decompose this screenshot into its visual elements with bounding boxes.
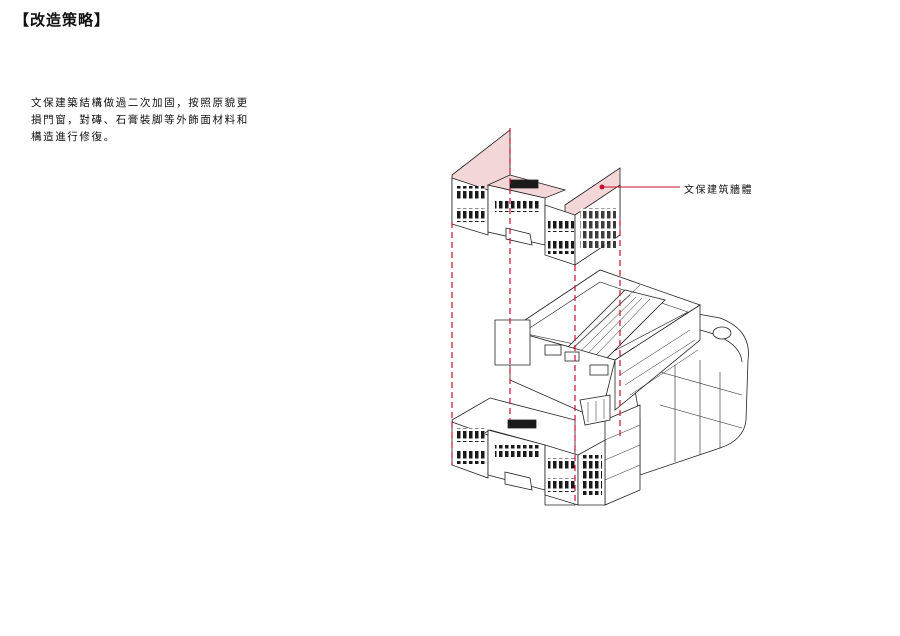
heritage-walls-extracted [451, 129, 621, 266]
right-wing-facade [544, 444, 579, 506]
entrance-steps [504, 471, 533, 491]
page-title: 【改造策略】 [14, 11, 111, 29]
heritage-sign [507, 419, 537, 429]
callout-dot [599, 184, 605, 190]
callout-label: 文保建筑牆體 [684, 185, 753, 196]
description-line-1: 文保建築結構做過二次加固，按照原貌更 [31, 97, 249, 109]
roof-skylight [712, 326, 732, 340]
description-line-3: 構造進行修復。 [31, 131, 116, 143]
rooftop-unit [544, 344, 562, 356]
full-building-complex [494, 269, 749, 506]
description-line-2: 損門窗，對磚、石膏裝脚等外飾面材料和 [31, 114, 249, 126]
alignment-guides [451, 128, 621, 505]
strategy-description: 文保建築結構做過二次加固，按照原貌更 損門窗，對磚、石膏裝脚等外飾面材料和 構造… [31, 95, 251, 146]
heritage-building-in-place [451, 397, 606, 506]
callout-leader [599, 184, 680, 190]
heritage-sign-upper [509, 179, 539, 189]
